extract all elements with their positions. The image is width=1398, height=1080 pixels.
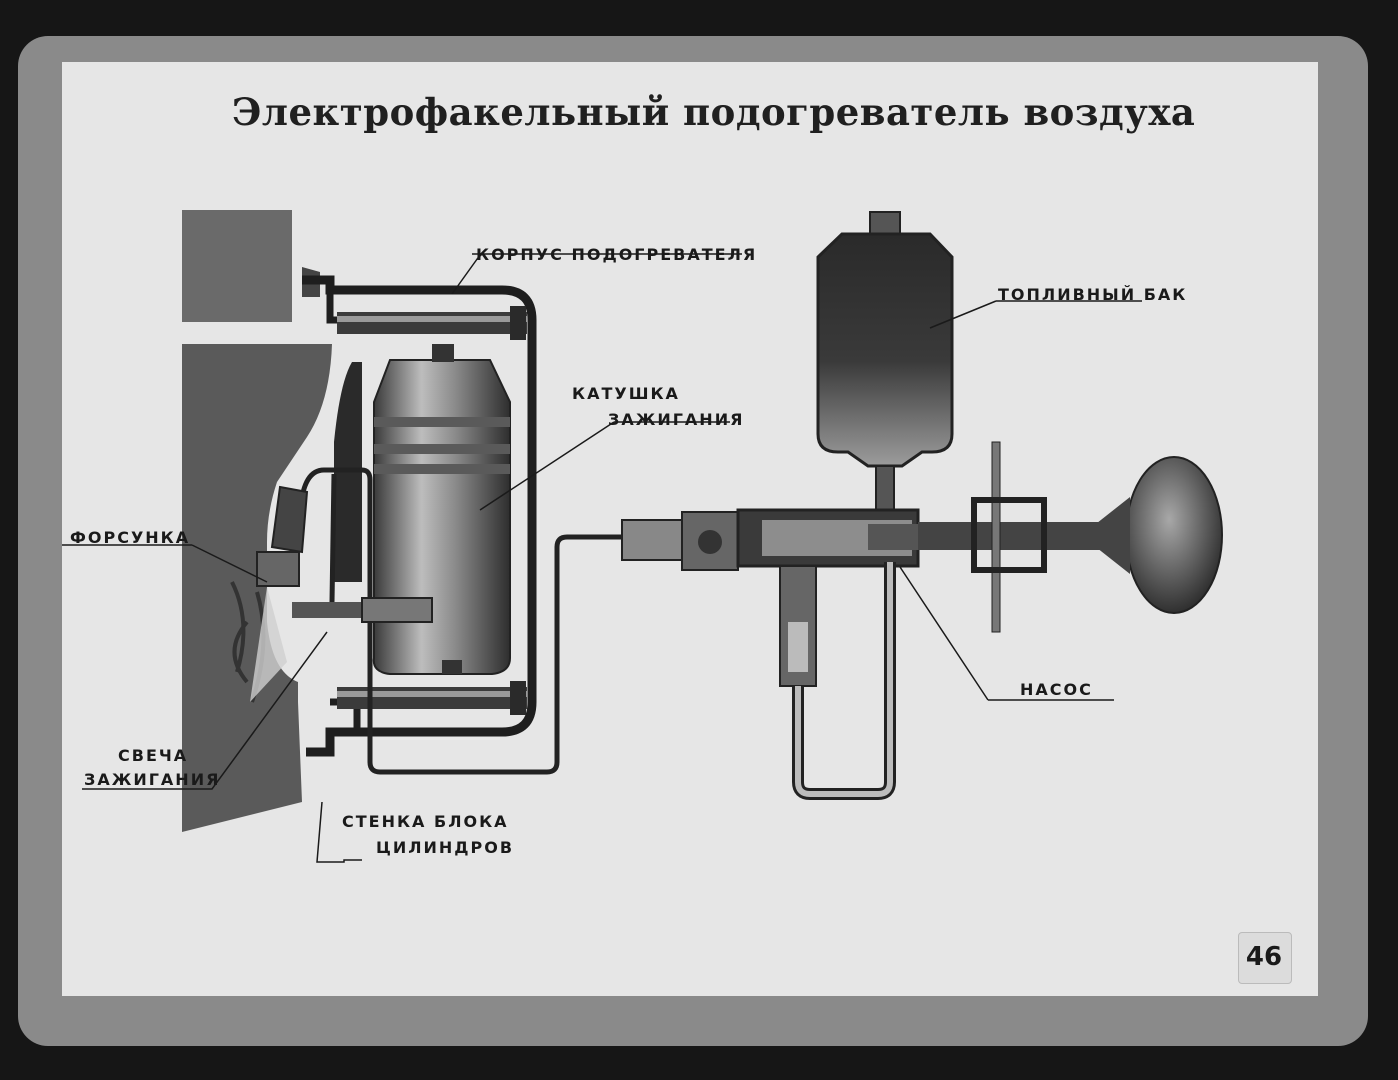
pump-assembly <box>621 441 1223 800</box>
label-nozzle: ФОРСУНКА <box>70 528 191 547</box>
label-ignition-coil-2: ЗАЖИГАНИЯ <box>608 410 745 429</box>
label-heater-body: КОРПУС ПОДОГРЕВАТЕЛЯ <box>476 245 758 264</box>
fuel-line <box>297 467 622 775</box>
label-ignition-coil-1: КАТУШКА <box>572 384 680 403</box>
air-heater-diagram <box>62 210 1223 863</box>
fuel-tank <box>816 211 954 547</box>
label-block-wall-2: ЦИЛИНДРОВ <box>376 838 515 857</box>
cylinder-block-wall <box>182 210 332 832</box>
slide-panel: Электрофакельный подогреватель воздуха К… <box>62 62 1318 996</box>
leader-lines <box>62 253 1142 863</box>
ignition-coil <box>372 344 511 675</box>
label-pump: НАСОС <box>1020 680 1093 699</box>
page-number-box <box>1238 932 1292 984</box>
mounting-bolts <box>337 306 527 715</box>
slide-title: Электрофакельный подогреватель воздуха <box>232 90 1196 134</box>
label-spark-plug-1: СВЕЧА <box>118 746 189 765</box>
page-number: 46 <box>1245 942 1283 972</box>
label-fuel-tank: ТОПЛИВНЫЙ БАК <box>998 285 1188 304</box>
label-spark-plug-2: ЗАЖИГАНИЯ <box>84 770 221 789</box>
label-block-wall-1: СТЕНКА БЛОКА <box>342 812 509 831</box>
nozzle-and-plug <box>230 485 433 703</box>
